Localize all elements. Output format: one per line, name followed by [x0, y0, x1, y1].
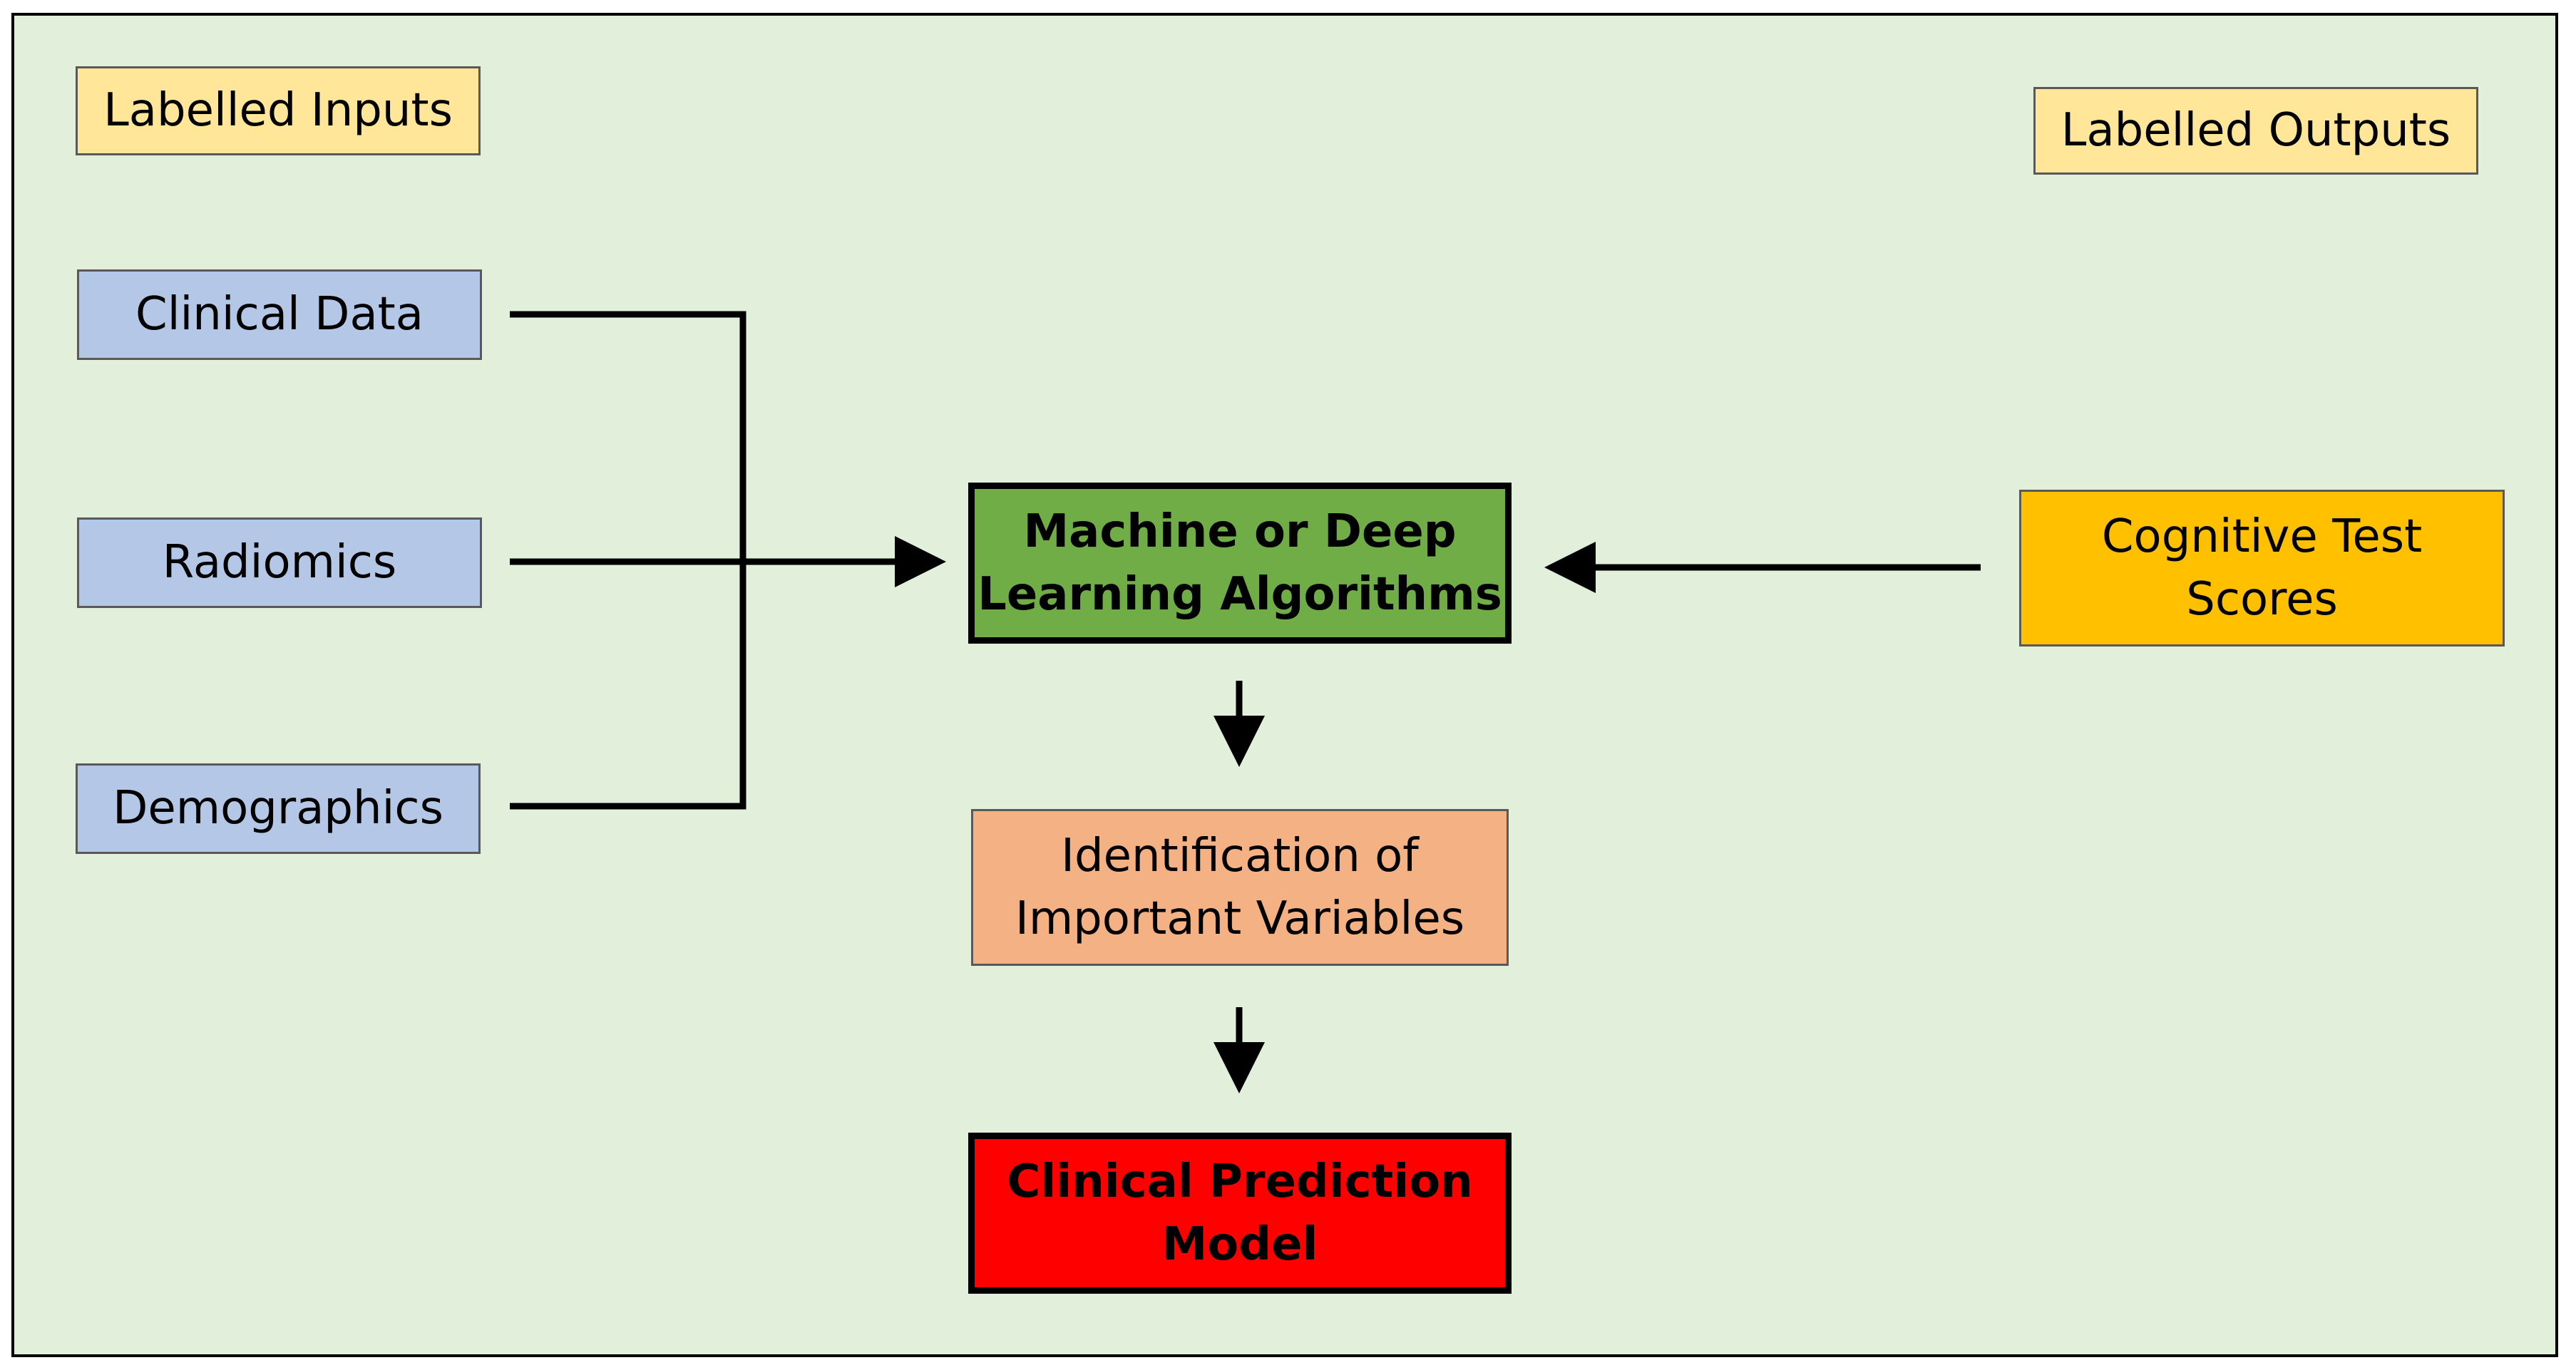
- variables-label-line2: Important Variables: [1015, 892, 1465, 945]
- model-label-line1: Clinical Prediction: [1007, 1155, 1473, 1208]
- clinical-data-label: Clinical Data: [135, 288, 424, 341]
- demographics-box: Demographics: [76, 763, 481, 854]
- labelled-inputs-header: Labelled Inputs: [76, 66, 481, 155]
- prediction-model-box: Clinical Prediction Model: [968, 1133, 1512, 1294]
- radiomics-label: Radiomics: [162, 536, 397, 589]
- clinical-data-box: Clinical Data: [77, 269, 482, 360]
- algorithm-label-line2: Learning Algorithms: [977, 568, 1502, 621]
- algorithm-label-line1: Machine or Deep: [1023, 505, 1457, 558]
- variables-label-line1: Identification of: [1061, 829, 1419, 882]
- labelled-outputs-text: Labelled Outputs: [2061, 104, 2451, 158]
- labelled-outputs-header: Labelled Outputs: [2033, 87, 2478, 175]
- demographics-label: Demographics: [113, 782, 443, 835]
- scores-label-line2: Scores: [2186, 573, 2338, 626]
- important-variables-box: Identification of Important Variables: [971, 809, 1509, 966]
- algorithm-box: Machine or Deep Learning Algorithms: [968, 483, 1512, 644]
- model-label-line2: Model: [1161, 1218, 1318, 1271]
- scores-label-line1: Cognitive Test: [2101, 510, 2423, 563]
- cognitive-scores-box: Cognitive Test Scores: [2019, 490, 2505, 647]
- labelled-inputs-text: Labelled Inputs: [103, 84, 453, 138]
- radiomics-box: Radiomics: [77, 517, 482, 608]
